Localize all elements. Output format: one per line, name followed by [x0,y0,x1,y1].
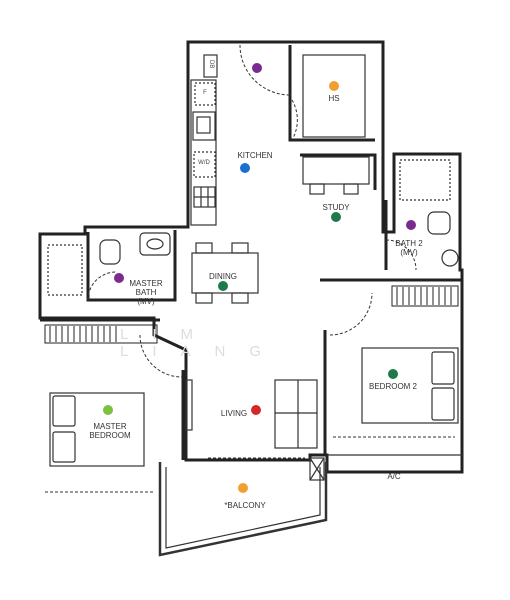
marker-study [331,212,341,222]
label-hs: HS [328,94,340,103]
sofa [274,379,318,449]
marker-living [251,405,261,415]
door-swing-bedroom2 [329,292,373,336]
wardrobe-master [44,324,158,344]
label-master-bedroom: MASTER BEDROOM [89,422,131,440]
toilet [99,239,121,265]
dining-table [191,252,259,294]
label-ac: A/C [387,472,401,481]
marker-master-bedroom [103,405,113,415]
tv-console [185,379,193,431]
study-desk [302,156,370,185]
label-study: STUDY [322,203,350,212]
fridge-box [194,82,216,106]
label-bath2: BATH 2 (MV) [395,239,423,257]
label-dining: DINING [209,272,237,281]
door-swing-masterbed [139,334,183,378]
sink-box [192,111,216,141]
door-swing-bath2 [385,239,417,271]
watermark-text: LIM LIANG [120,326,286,360]
marker-bath2 [406,220,416,230]
label-db: DB [208,60,214,69]
door-swing-entrance [239,44,291,96]
door-swing-hs [291,99,298,141]
marker-hs [329,81,339,91]
marker-kitchen [240,163,250,173]
wardrobe-bedroom2 [391,285,459,307]
label-living: LIVING [220,409,248,418]
wardrobe-bedroom2-hatch [396,287,452,305]
hs-room-box [302,54,366,138]
hs-wall [288,45,375,142]
db-box [203,54,218,78]
washer-box [193,151,216,178]
marker-master-bath [114,273,124,283]
study-wall [300,153,377,190]
marker-bedroom2 [388,369,398,379]
master-bed [49,392,145,467]
label-master-bath: MASTER BATH (MV) [129,279,163,306]
sink-basin [196,116,211,134]
basin [139,232,171,256]
wardrobe-master-hatch [49,326,117,342]
door-swing-masterbath [87,271,117,301]
marker-entrance [252,63,262,73]
kitchen-counter [190,79,217,226]
label-kitchen: KITCHEN [237,151,273,160]
label-fridge: F [203,90,207,96]
masterbath-wall [86,230,177,302]
label-balcony: *BALCONY [224,501,266,510]
toilet-2 [427,211,451,235]
balcony-outline [158,462,328,557]
label-washer-dryer: W/D [198,160,210,166]
marker-dining [218,281,228,291]
marker-balcony [238,483,248,493]
label-bedroom2: BEDROOM 2 [368,382,418,391]
bed-2 [361,347,459,424]
